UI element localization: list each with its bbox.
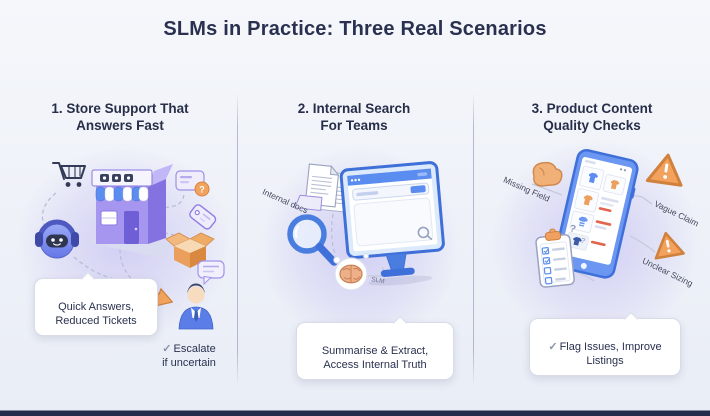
caption-text: Summarise & Extract, Access Internal Tru… <box>321 344 429 372</box>
column-divider-1 <box>237 92 238 386</box>
question-icon: ? <box>579 236 587 246</box>
tablet-icon <box>553 149 639 279</box>
shopping-cart-icon <box>52 162 86 187</box>
question-icon: ? <box>199 184 205 194</box>
product-card <box>579 165 627 196</box>
product-card <box>565 232 606 251</box>
support-agent-icon <box>178 283 214 330</box>
help-card-icon: ? <box>175 170 210 197</box>
monitor-icon <box>339 161 445 286</box>
product-card <box>574 188 619 213</box>
screen-magnifier-icon <box>417 226 433 241</box>
warning-triangle-icon <box>645 153 683 187</box>
slm-brain-icon <box>333 253 369 291</box>
caption-text: Quick Answers, Reduced Tickets <box>55 300 137 328</box>
note-text: Escalate if uncertain <box>162 342 216 370</box>
connector-elbow <box>367 267 384 277</box>
scenario-1-heading: 1. Store Support That Answers Fast <box>51 101 189 134</box>
question-icon: ? <box>568 223 577 235</box>
page-title: SLMs in Practice: Three Real Scenarios <box>163 18 547 40</box>
caption-internal-search: Summarise & Extract, Access Internal Tru… <box>296 322 454 380</box>
package-box-icon <box>165 232 215 268</box>
warning-triangle-icon <box>654 231 685 260</box>
missing-field-icon <box>532 161 563 187</box>
caption-text: Flag Issues, Improve Listings <box>559 340 662 368</box>
chat-bubble-icon <box>197 260 225 286</box>
escalate-note: ✓Escalate if uncertain <box>143 327 235 371</box>
storefront-icon <box>88 164 176 257</box>
scenario-2-heading: 2. Internal Search For Teams <box>297 101 411 134</box>
quality-checks-illustration: ? ? <box>531 149 685 288</box>
chatbot-icon <box>35 219 79 259</box>
check-icon: ✓ <box>162 342 172 355</box>
checklist-clipboard-icon <box>535 228 575 288</box>
caption-store-support: Quick Answers, Reduced Tickets <box>34 278 158 336</box>
price-tag-icon <box>189 204 217 230</box>
product-card <box>569 210 612 234</box>
magnifier-icon <box>287 214 338 266</box>
slm-label: SLM <box>371 276 385 285</box>
check-icon: ✓ <box>548 340 558 353</box>
scenario-3-heading: 3. Product Content Quality Checks <box>531 101 653 134</box>
column-divider-2 <box>473 92 474 386</box>
internal-search-illustration: SLM <box>287 161 445 291</box>
caption-quality-checks: ✓Flag Issues, Improve Listings <box>529 318 681 376</box>
bottom-accent-bar <box>0 410 710 416</box>
